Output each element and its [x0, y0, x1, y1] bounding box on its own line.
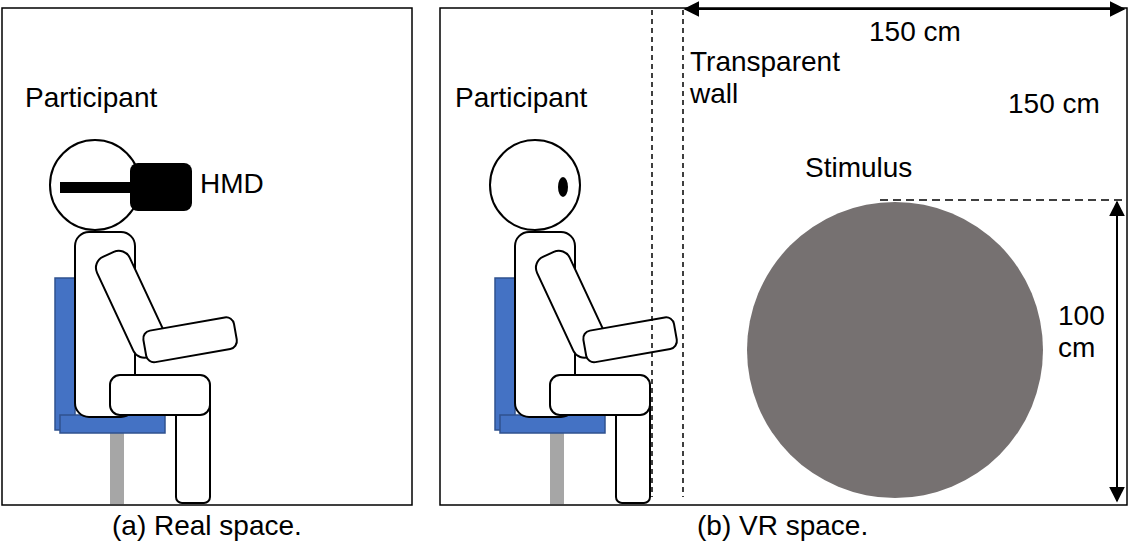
dimension-label: 150 cm: [869, 16, 961, 48]
panel-frame: [440, 8, 1127, 505]
wall-label: Transparent wall: [690, 46, 855, 110]
dimension-label: 150 cm: [1008, 88, 1100, 120]
dimension-label: 100 cm: [1058, 300, 1114, 364]
wall-line: [682, 10, 684, 497]
object-label: Stimulus: [805, 152, 912, 184]
hmd: [130, 163, 192, 211]
hmd-strap: [60, 182, 132, 193]
eye: [558, 177, 568, 197]
participant-label: Participant: [25, 82, 157, 114]
dimension-arrow: [1116, 202, 1118, 501]
dimension-guide: [880, 199, 1122, 201]
panel-caption: (b) VR space.: [697, 510, 868, 542]
panel-frame: [2, 8, 412, 505]
participant-label: Participant: [455, 82, 587, 114]
dimension-arrow: [685, 8, 1124, 10]
stimulus-disc: [747, 202, 1043, 498]
seated-person: [490, 140, 678, 504]
device-label: HMD: [200, 168, 264, 200]
wall-line: [651, 10, 653, 497]
panel-caption: (a) Real space.: [112, 510, 302, 542]
